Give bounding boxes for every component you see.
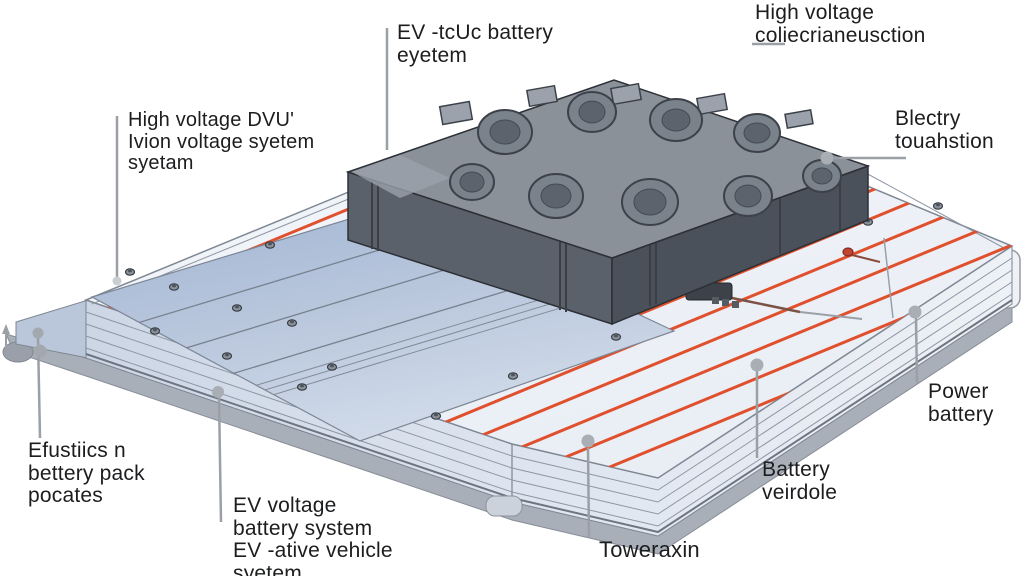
label-line: EV voltage <box>233 494 337 517</box>
label-line: veirdole <box>762 480 838 504</box>
label-line: High voltage <box>755 1 875 24</box>
label-line: Battery <box>762 458 830 481</box>
label-line: High voltage DVU' <box>128 109 295 131</box>
label-line: battery <box>928 402 994 426</box>
label-line: bettery pack <box>28 461 145 485</box>
label-ev-voltage-battery-system: EV voltage battery system EV -ative vehi… <box>233 494 393 576</box>
label-line: Ivion voltage syetem <box>128 130 315 153</box>
label-line: syetem <box>233 562 302 576</box>
label-line: Blectry <box>895 107 961 130</box>
front-foot <box>485 495 523 517</box>
label-battery-pack-ports: Efustiics n bettery pack pocates <box>28 439 145 508</box>
label-electry-junction: Blectry touahstion <box>895 107 994 153</box>
label-line: touahstion <box>895 129 994 153</box>
label-toweraxin: Toweraxin <box>599 538 700 562</box>
module-cylinders <box>449 91 842 226</box>
label-hv-dc-system: High voltage DVU' Ivion voltage syetem s… <box>128 109 315 175</box>
leader-toweraxin <box>586 447 591 539</box>
label-line: EV -ative vehicle <box>233 539 393 563</box>
label-line: Power <box>928 380 989 403</box>
label-line: coliecrianeusction <box>755 23 926 47</box>
label-ev-battery-system: EV -tcUc battery eyetem <box>397 21 554 67</box>
label-line: Toweraxin <box>599 537 700 562</box>
module-terminal-blocks <box>438 82 814 130</box>
label-battery-vehicle: Battery veirdole <box>762 458 838 504</box>
leader-power <box>914 317 919 384</box>
label-line: pocates <box>28 484 103 508</box>
red-valve <box>842 247 881 263</box>
label-hv-connection: High voltage coliecrianeusction <box>755 1 926 47</box>
leader-dots <box>32 151 922 448</box>
deck-seam <box>883 237 894 319</box>
battery-module <box>345 79 871 326</box>
label-line: EV -tcUc battery <box>397 21 554 44</box>
left-tip-pin <box>2 324 10 352</box>
label-line: syetam <box>128 152 194 175</box>
leader-ev-voltage <box>217 396 223 523</box>
label-line: eyetem <box>397 43 468 67</box>
label-power-battery: Power battery <box>928 380 994 426</box>
label-line: battery system <box>233 516 373 540</box>
label-line: Efustiics n <box>28 439 126 462</box>
